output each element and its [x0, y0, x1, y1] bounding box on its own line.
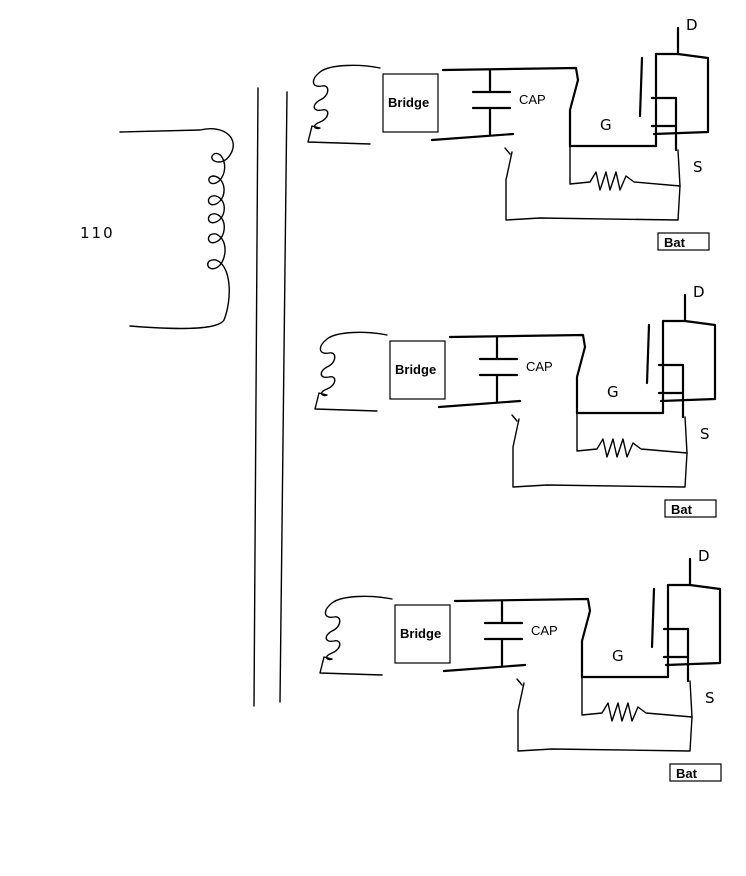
cap-label: CAP	[531, 623, 558, 638]
circuit-2: Bridge CAP G D S Bat	[314, 283, 717, 518]
bridge-label: Bridge	[388, 95, 429, 110]
battery-label: Bat	[676, 766, 698, 781]
battery-box	[657, 232, 710, 251]
switch	[504, 147, 681, 221]
gate-label: G	[612, 647, 624, 665]
resistor	[576, 412, 688, 458]
battery-box	[669, 763, 722, 782]
bridge-box	[389, 340, 446, 400]
secondary-coil	[314, 331, 388, 412]
gate-label: G	[607, 383, 619, 401]
transformer-core	[253, 87, 288, 707]
battery-label: Bat	[671, 502, 693, 517]
bridge-box	[394, 604, 451, 664]
circuit-3: Bridge CAP G D S Bat	[319, 547, 722, 782]
bridge-box	[382, 73, 439, 133]
primary-winding: 110	[80, 128, 234, 330]
primary-coil	[119, 128, 234, 330]
drain-label: D	[698, 547, 710, 565]
circuit-1: Bridge CAP G D S Bat	[307, 16, 710, 251]
cap-label: CAP	[526, 359, 553, 374]
resistor	[581, 676, 693, 722]
bridge-label: Bridge	[400, 626, 441, 641]
cap-label: CAP	[519, 92, 546, 107]
battery-label: Bat	[664, 235, 686, 250]
resistor	[569, 145, 681, 191]
gate-label: G	[600, 116, 612, 134]
switch	[516, 678, 693, 752]
source-label: S	[705, 689, 715, 707]
source-label: S	[693, 158, 703, 176]
drain-label: D	[686, 16, 698, 34]
bridge-label: Bridge	[395, 362, 436, 377]
secondary-coil	[307, 64, 381, 145]
switch	[511, 414, 688, 488]
source-label: S	[700, 425, 710, 443]
drain-label: D	[693, 283, 705, 301]
battery-box	[664, 499, 717, 518]
primary-voltage-label: 110	[80, 224, 115, 242]
secondary-coil	[319, 595, 393, 676]
